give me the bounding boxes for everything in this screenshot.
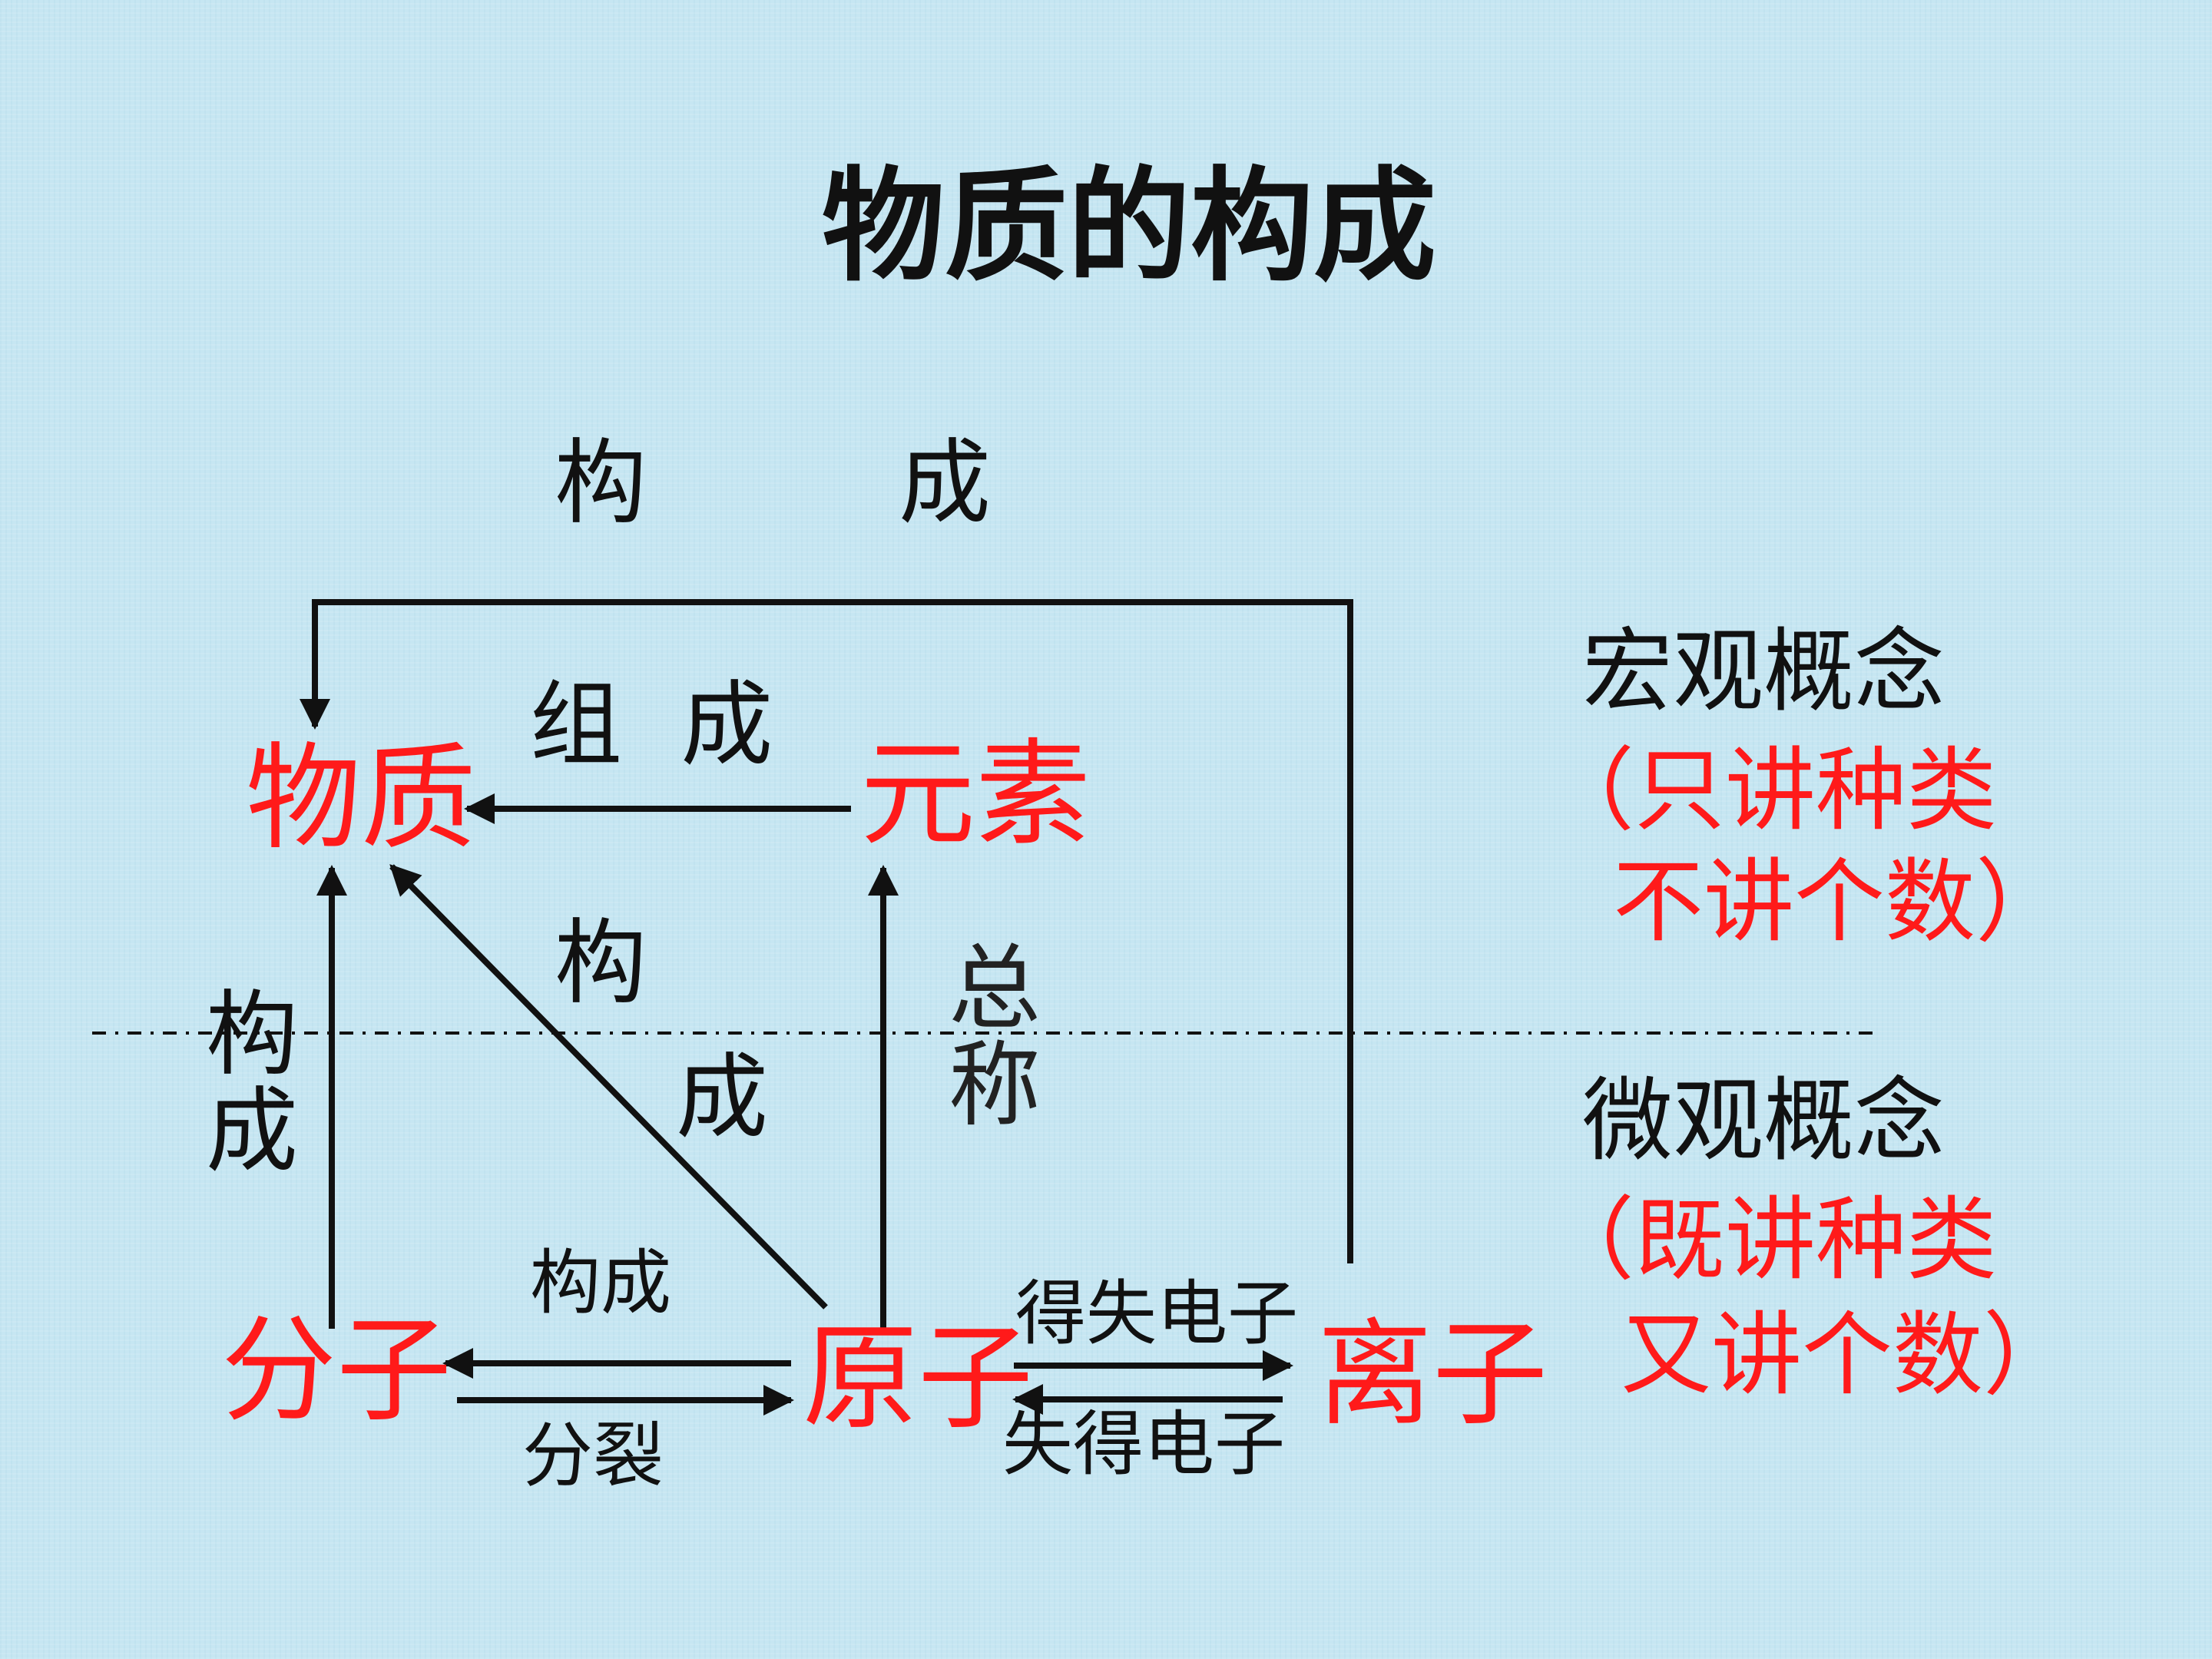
arrow-ion-to-substance — [300, 599, 1353, 1263]
node-element: 元素 — [860, 728, 1091, 862]
micro-concept-note-1: （既讲种类 — [1544, 1187, 1998, 1293]
edge-label-top-constitute-1: 构 — [555, 430, 647, 537]
node-molecule: 分子 — [221, 1304, 452, 1438]
micro-concept-note-2: 又讲个数） — [1621, 1302, 2075, 1408]
node-ion: 离子 — [1317, 1308, 1548, 1442]
arrow-atom-to-substance — [389, 864, 828, 1310]
edge-label-molecule-to-substance-1: 构 — [206, 982, 298, 1088]
macro-concept-note-2: 不讲个数） — [1613, 849, 2067, 955]
node-substance: 物质 — [246, 732, 477, 866]
edge-label-atom-to-element: 总 称 — [949, 941, 1041, 1134]
edge-label-molecule-to-substance: 构 成 — [206, 987, 298, 1181]
page-title: 物质的构成 — [822, 154, 1437, 298]
edge-label-molecule-to-atom: 分裂 — [522, 1415, 664, 1497]
edge-label-atom-to-ion: 得失电子 — [1015, 1273, 1299, 1355]
edge-label-element-to-substance: 组 成 — [530, 672, 773, 779]
edge-label-top-constitute-2: 成 — [899, 430, 991, 537]
node-atom: 原子 — [803, 1312, 1034, 1445]
edge-label-atom-to-element-2: 称 — [949, 1032, 1041, 1139]
edge-label-atom-to-substance-1: 构 — [555, 910, 647, 1017]
macro-concept-title: 宏观概念 — [1582, 618, 1945, 724]
edge-label-atom-to-molecule: 构成 — [530, 1242, 672, 1324]
edge-label-atom-to-substance-2: 成 — [676, 1045, 768, 1151]
edge-label-ion-to-atom: 失得电子 — [1002, 1403, 1286, 1485]
micro-concept-title: 微观概念 — [1582, 1068, 1945, 1174]
edge-label-atom-to-element-1: 总 — [949, 935, 1041, 1042]
edge-label-molecule-to-substance-2: 成 — [206, 1078, 298, 1185]
macro-concept-note-1: （只讲种类 — [1544, 737, 1998, 843]
